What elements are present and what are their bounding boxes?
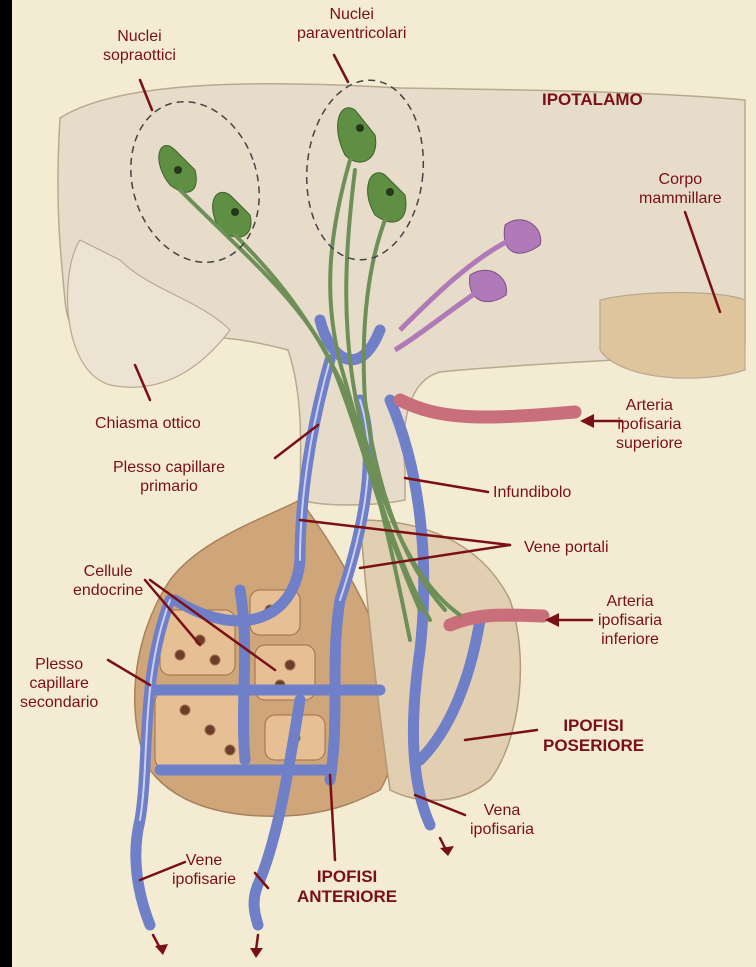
- label-vena-ipofisaria: Vena ipofisaria: [470, 801, 534, 839]
- label-chiasma-ottico: Chiasma ottico: [95, 414, 201, 433]
- label-vene-portali: Vene portali: [524, 538, 609, 557]
- label-nuclei-paraventricolari: Nuclei paraventricolari: [297, 5, 406, 43]
- mammillary-body-shape: [600, 293, 745, 379]
- label-ipofisi-poseriore: IPOFISI POSERIORE: [543, 716, 644, 756]
- label-plesso-capillare-primario: Plesso capillare primario: [113, 458, 225, 496]
- label-ipofisi-anteriore: IPOFISI ANTERIORE: [297, 867, 397, 907]
- label-arteria-ipofisaria-inferiore: Arteria ipofisaria inferiore: [598, 592, 662, 649]
- label-cellule-endocrine: Cellule endocrine: [73, 562, 143, 600]
- label-arteria-ipofisaria-superiore: Arteria ipofisaria superiore: [616, 396, 683, 453]
- label-corpo-mammillare: Corpo mammillare: [639, 170, 722, 208]
- label-infundibolo: Infundibolo: [493, 483, 571, 502]
- label-plesso-capillare-secondario: Plesso capillare secondario: [20, 655, 98, 712]
- label-nuclei-sopraottici: Nuclei sopraottici: [103, 27, 176, 65]
- label-vene-ipofisarie: Vene ipofisarie: [172, 851, 236, 889]
- label-ipotalamo: IPOTALAMO: [542, 90, 643, 110]
- superior-artery-shape: [400, 400, 575, 417]
